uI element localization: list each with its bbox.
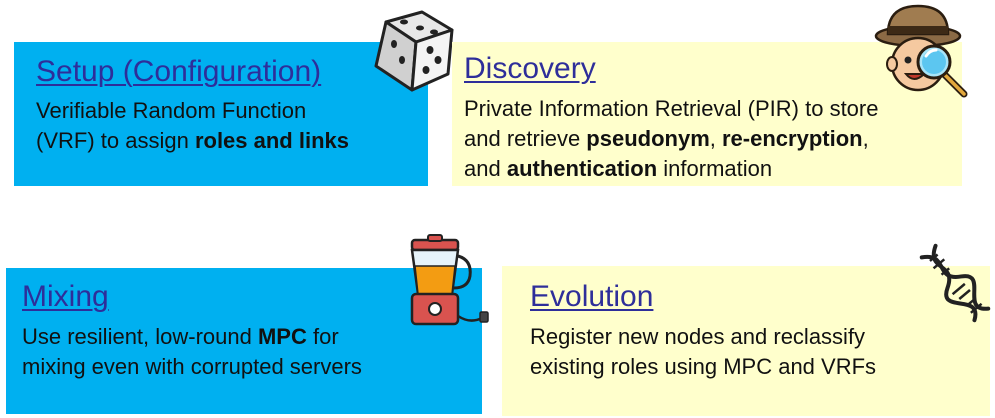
discovery-line-2: and retrieve pseudonym, re-encryption, — [464, 124, 869, 154]
discovery-card — [452, 42, 962, 186]
discovery-line-2-post: , — [862, 126, 869, 151]
mixing-line-1-post: for — [306, 324, 339, 349]
discovery-line-3-bold: authentication — [506, 156, 658, 181]
discovery-line-2-bold-1: pseudonym — [586, 126, 710, 151]
discovery-line-3: and authentication information — [464, 154, 772, 184]
discovery-line-3-pre: and — [464, 156, 507, 181]
discovery-line-1: Private Information Retrieval (PIR) to s… — [464, 96, 879, 121]
discovery-title: Discovery — [464, 52, 596, 85]
evolution-title: Evolution — [530, 280, 654, 313]
discovery-line-3-post: information — [657, 156, 773, 181]
discovery-line-2-bold-2: re-encryption — [722, 126, 863, 151]
setup-title: Setup (Configuration) — [36, 55, 322, 88]
mixing-title: Mixing — [22, 280, 109, 313]
setup-line-2-text: (VRF) to assign — [36, 128, 195, 153]
setup-line-2: (VRF) to assign roles and links — [36, 126, 349, 156]
evolution-card — [502, 266, 990, 416]
mixing-card — [6, 268, 482, 414]
mixing-line-2: mixing even with corrupted servers — [22, 354, 362, 379]
discovery-line-2-mid: , — [709, 126, 722, 151]
mixing-line-1-bold: MPC — [257, 324, 307, 349]
evolution-line-1: Register new nodes and reclassify — [530, 324, 866, 349]
setup-line-2-bold: roles and links — [194, 128, 349, 153]
dice-icon — [374, 10, 454, 92]
discovery-line-2-pre: and retrieve — [464, 126, 587, 151]
evolution-line-2: existing roles using MPC and VRFs — [530, 354, 877, 379]
setup-card — [14, 42, 428, 186]
blender-icon — [410, 234, 489, 326]
mixing-line-1-pre: Use resilient, low-round — [22, 324, 258, 349]
setup-line-1: Verifiable Random Function — [36, 98, 307, 123]
mixing-line-1: Use resilient, low-round MPC for — [22, 322, 339, 352]
dna-icon — [919, 243, 991, 323]
detective-icon — [874, 4, 968, 98]
